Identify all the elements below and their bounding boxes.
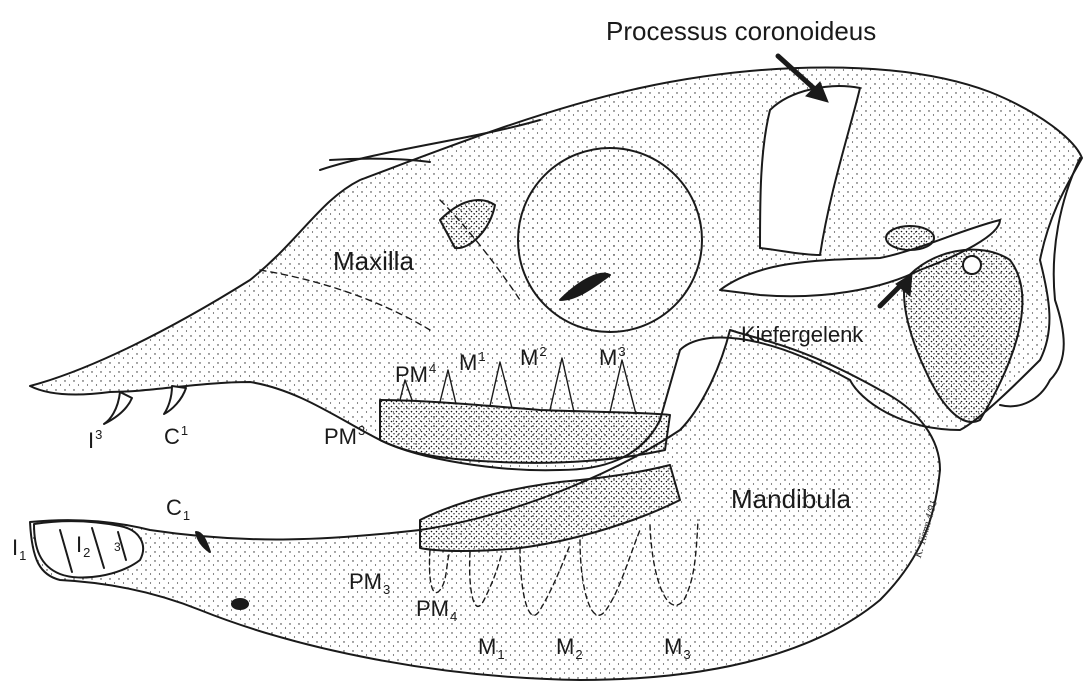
label-upper-i3: I3	[88, 427, 103, 453]
label-kiefergelenk: Kiefergelenk	[741, 322, 864, 347]
mandible-outline	[29, 329, 941, 681]
label-lower-m2: M2	[556, 634, 583, 662]
label-lower-m1: M1	[478, 634, 505, 662]
label-lower-c1: C1	[166, 495, 191, 523]
label-upper-m2: M2	[520, 344, 547, 370]
label-upper-pm4: PM4	[395, 361, 437, 387]
label-lower-pm3: PM3	[349, 569, 391, 597]
coronoid-process-shape	[759, 85, 861, 256]
orbit	[517, 147, 703, 333]
arrow-kiefergelenk	[877, 281, 905, 309]
arrowhead-kiefergelenk	[895, 273, 913, 298]
label-lower-pm4: PM4	[416, 596, 458, 624]
label-processus-coronoideus: Processus coronoideus	[606, 16, 877, 46]
label-lower-i3: 3	[114, 540, 121, 554]
label-upper-m3: M3	[599, 344, 626, 370]
arrow-processus	[775, 53, 821, 95]
label-lower-i2: I2	[76, 532, 91, 560]
label-upper-pm3: PM3	[324, 423, 366, 449]
upper-tooth-row	[379, 399, 671, 464]
label-mandibula: Mandibula	[731, 484, 851, 514]
zygomatic-arch	[719, 219, 1001, 298]
label-upper-m1: M1	[459, 349, 486, 375]
label-upper-c1: C1	[164, 423, 189, 449]
label-maxilla: Maxilla	[333, 246, 414, 276]
arrowhead-processus	[805, 81, 829, 103]
label-lower-i1: I1	[12, 535, 27, 563]
label-lower-m3: M3	[664, 634, 691, 662]
lower-tooth-row	[419, 464, 681, 552]
